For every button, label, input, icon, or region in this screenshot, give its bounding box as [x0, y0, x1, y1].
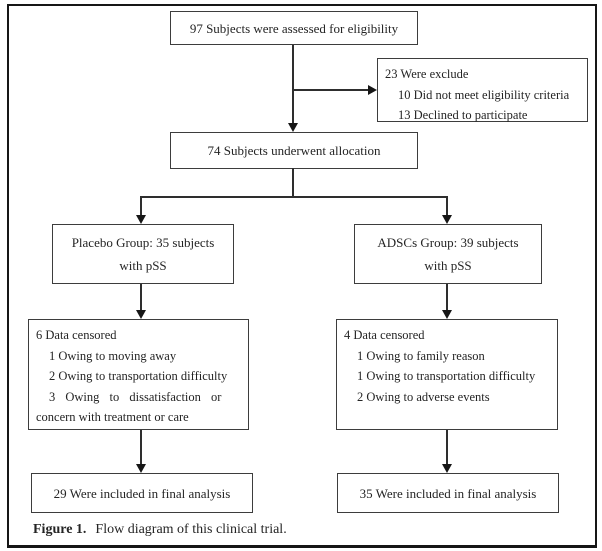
adscs-censored-title: 4 Data censored — [344, 328, 425, 342]
adscs-censored-reason: 1 Owing to family reason — [357, 348, 485, 363]
placebo-censored-reason: 1 Owing to moving away — [49, 348, 177, 363]
connector-line — [140, 284, 142, 312]
arrow-down-icon — [288, 123, 298, 132]
placebo-censored-reason: 3 Owing to dissatisfaction or — [49, 389, 222, 404]
arrow-right-icon — [368, 85, 377, 95]
arrow-down-icon — [442, 215, 452, 224]
placebo-censored-box: 6 Data censored 1 Owing to moving away 2… — [28, 319, 249, 430]
exclusion-reason: 13 Declined to participate — [398, 108, 528, 122]
connector-line — [446, 284, 448, 312]
placebo-final-box: 29 Were included in final analysis — [31, 473, 253, 513]
connector-line — [446, 430, 448, 466]
adscs-final-box: 35 Were included in final analysis — [337, 473, 559, 513]
placebo-final-text: 29 Were included in final analysis — [53, 485, 231, 501]
placebo-censored-reason: 2 Owing to transportation difficulty — [49, 369, 228, 383]
adscs-final-text: 35 Were included in final analysis — [359, 485, 537, 501]
arrow-down-icon — [136, 464, 146, 473]
adscs-censored-reason: 1 Owing to transportation difficulty — [357, 369, 536, 383]
eligibility-box: 97 Subjects were assessed for eligibilit… — [170, 11, 418, 45]
arrow-down-icon — [136, 310, 146, 319]
arrow-down-icon — [442, 310, 452, 319]
arrow-down-icon — [136, 215, 146, 224]
placebo-censored-title: 6 Data censored — [36, 328, 117, 342]
adscs-group-line1: ADSCs Group: 39 subjects — [377, 235, 519, 250]
connector-line — [140, 196, 142, 218]
connector-line — [140, 196, 448, 198]
figure-caption-label: Figure 1. — [33, 522, 87, 537]
placebo-group-line1: Placebo Group: 35 subjects — [71, 235, 215, 250]
allocation-box: 74 Subjects underwent allocation — [170, 132, 418, 169]
adscs-censored-reason: 2 Owing to adverse events — [357, 389, 490, 404]
adscs-group-line2: with pSS — [424, 258, 472, 273]
connector-line — [292, 45, 294, 125]
connector-line — [140, 430, 142, 466]
adscs-censored-box: 4 Data censored 1 Owing to family reason… — [336, 319, 558, 430]
allocation-text: 74 Subjects underwent allocation — [207, 143, 381, 158]
connector-line — [293, 89, 368, 91]
figure-border-frame — [7, 4, 597, 548]
arrow-down-icon — [442, 464, 452, 473]
exclusion-box: 23 Were exclude 10 Did not meet eligibil… — [377, 58, 588, 122]
adscs-group-box: ADSCs Group: 39 subjects with pSS — [354, 224, 542, 284]
eligibility-text: 97 Subjects were assessed for eligibilit… — [189, 20, 399, 36]
exclusion-title: 23 Were exclude — [385, 67, 469, 81]
figure-caption: Figure 1. Flow diagram of this clinical t… — [33, 522, 287, 538]
placebo-group-line2: with pSS — [119, 258, 167, 273]
exclusion-reason: 10 Did not meet eligibility criteria — [398, 87, 570, 102]
placebo-group-box: Placebo Group: 35 subjects with pSS — [52, 224, 234, 284]
connector-line — [446, 196, 448, 218]
connector-line — [292, 168, 294, 198]
placebo-censored-reason-cont: concern with treatment or care — [36, 410, 189, 424]
figure-caption-text: Flow diagram of this clinical trial. — [95, 522, 287, 537]
